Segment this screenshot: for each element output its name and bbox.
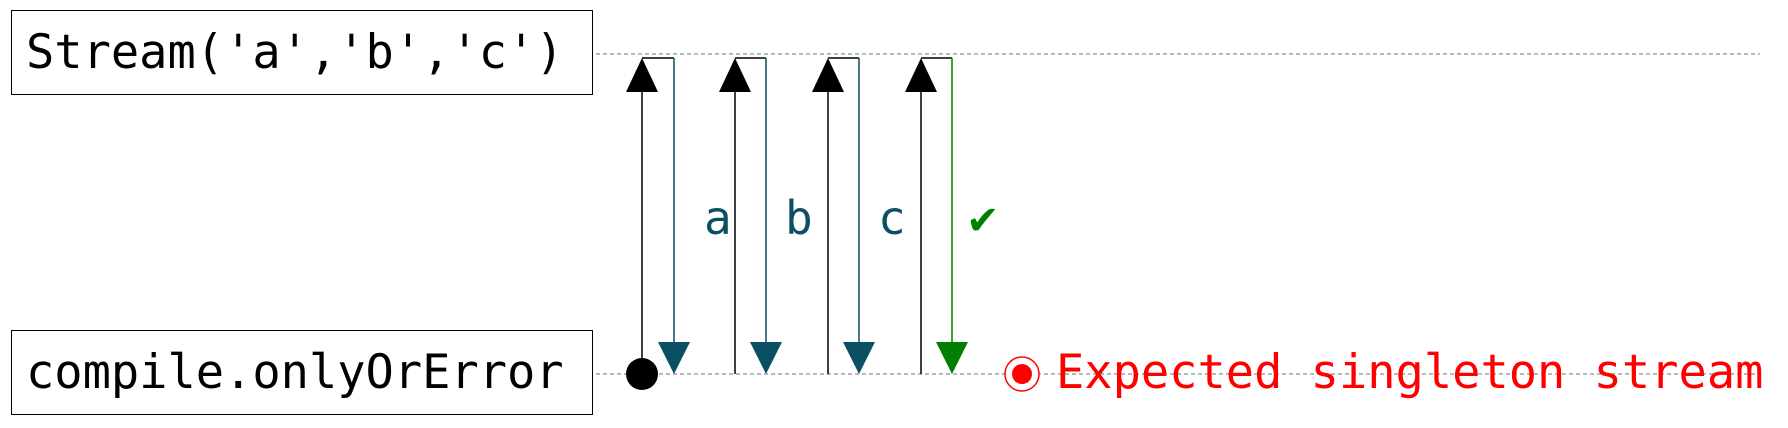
start-dot: [626, 358, 658, 390]
completion-signal: ✔: [936, 58, 1000, 374]
operator-box: compile.onlyOrError: [11, 330, 593, 415]
up-arrow-1: [626, 58, 658, 92]
emission-b: b: [750, 58, 813, 374]
down-arrow-complete: [936, 342, 968, 374]
source-stream-box: Stream('a','b','c'): [11, 10, 593, 95]
down-arrow-a: [658, 342, 690, 374]
operator-label: compile.onlyOrError: [26, 345, 564, 400]
pull-request-3: [812, 57, 859, 374]
pull-request-1: [626, 57, 674, 390]
emission-a: a: [658, 58, 732, 374]
emission-label-b: b: [785, 191, 813, 245]
down-arrow-b: [750, 342, 782, 374]
emission-c: c: [843, 58, 906, 374]
pull-request-4: [905, 57, 952, 374]
error-message: Expected singleton stream: [1056, 345, 1764, 400]
up-arrow-2: [719, 58, 751, 92]
error-marker-icon: [1004, 356, 1040, 392]
source-stream-label: Stream('a','b','c'): [26, 25, 564, 80]
emission-label-c: c: [878, 191, 906, 245]
emission-label-a: a: [704, 191, 732, 245]
pull-request-2: [719, 57, 766, 374]
down-arrow-c: [843, 342, 875, 374]
up-arrow-4: [905, 58, 937, 92]
checkmark-icon: ✔: [966, 198, 1000, 244]
up-arrow-3: [812, 58, 844, 92]
